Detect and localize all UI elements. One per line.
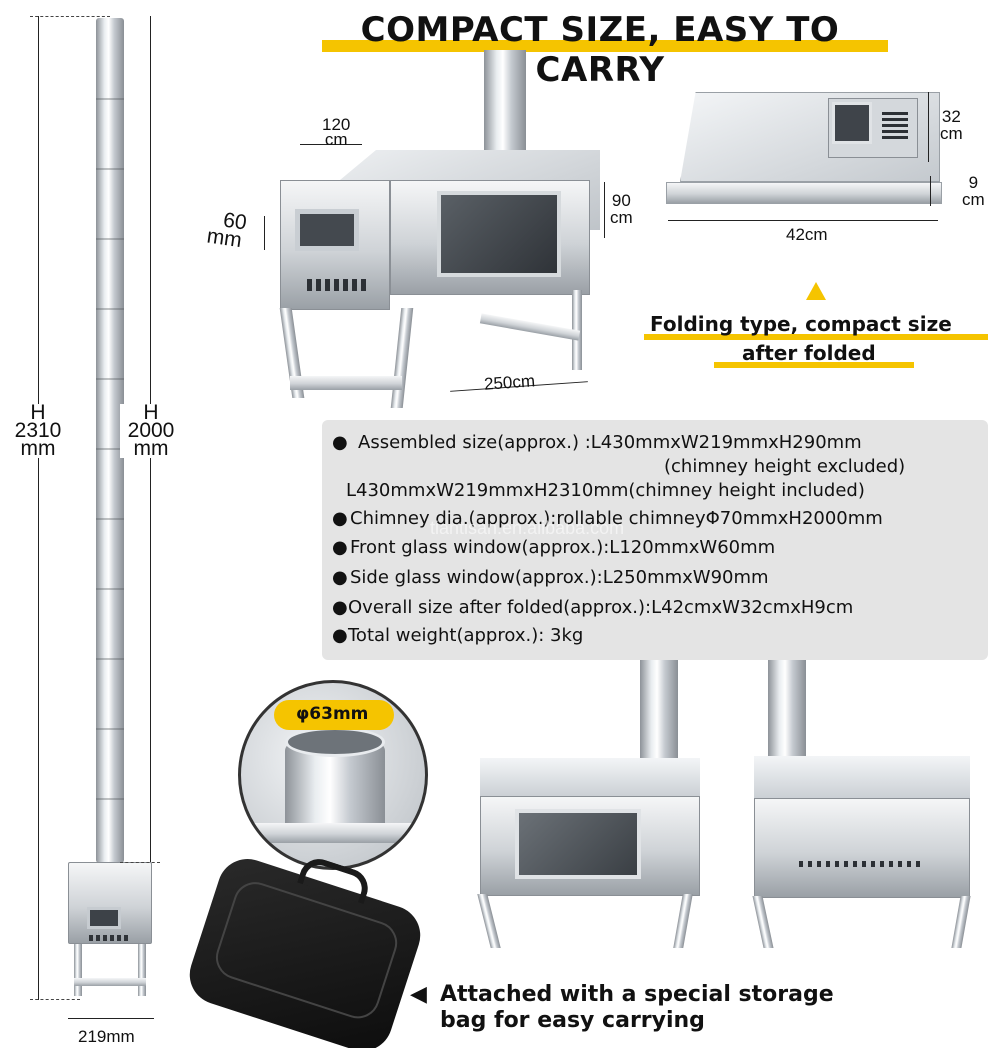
spec-bullet-assembled: ● — [332, 432, 348, 453]
side-window — [437, 191, 561, 277]
side-height-label: 90 cm — [610, 191, 633, 227]
spec-bullet-front: ● — [332, 537, 348, 558]
side-length-label: 250cm — [483, 371, 536, 394]
folding-note-line2: after folded — [742, 341, 876, 365]
spec-front-window: Front glass window(approx.):L120mmxW60mm — [350, 537, 776, 558]
spec-weight: Total weight(approx.): 3kg — [348, 625, 584, 646]
arrow-left-icon: ◀ — [410, 982, 427, 1007]
folded-length-label: 42cm — [786, 225, 828, 244]
arrow-up-icon — [806, 282, 826, 300]
bag-note-line2: bag for easy carrying — [440, 1008, 705, 1033]
tall-stove-illustration: H 2310 mm H 2000 mm 219mm — [0, 0, 182, 1048]
spec-bullet-side: ● — [332, 567, 348, 588]
spec-chimney: Chimney dia.(approx.):rollable chimneyΦ7… — [350, 508, 883, 529]
width-label: 219mm — [78, 1027, 135, 1046]
bottom-side-window — [515, 809, 641, 879]
folded-stove-illustration — [660, 88, 950, 218]
spec-bullet-folded: ● — [332, 597, 348, 618]
spec-folded-size: Overall size after folded(approx.):L42cm… — [348, 597, 854, 618]
door-width-label: 120 cm — [322, 115, 351, 149]
stove-back-view — [738, 660, 978, 950]
spec-panel — [322, 420, 988, 660]
spec-assembled-2: (chimney height excluded) — [664, 456, 906, 477]
tall-stove-body — [68, 862, 152, 944]
stove-side-view — [462, 660, 702, 950]
folded-depth-text: 32 cm — [940, 107, 963, 143]
folding-note-line1: Folding type, compact size — [650, 312, 952, 336]
door-height-label: 60 mm — [205, 208, 249, 253]
stove-side-face — [390, 180, 590, 295]
spec-bullet-weight: ● — [332, 625, 348, 646]
tall-chimney-pipe — [96, 18, 124, 863]
folded-window — [832, 102, 872, 144]
chimney-height-label: H 2000 mm — [120, 402, 182, 459]
title-underline — [322, 40, 888, 52]
stove-main-illustration — [200, 50, 640, 430]
spec-side-window: Side glass window(approx.):L250mmxW90mm — [350, 567, 769, 588]
back-vents — [799, 861, 925, 867]
tall-stove-window — [87, 907, 121, 929]
stove-front-face — [280, 180, 390, 310]
spec-assembled-3: L430mmxW219mmxH2310mm(chimney height inc… — [346, 480, 865, 501]
watermark: tiantisan.en.alibaba.com — [430, 518, 625, 538]
front-window — [295, 209, 359, 251]
tall-stove-legs — [70, 944, 150, 998]
spec-bullet-chimney: ● — [332, 508, 348, 529]
spec-assembled-1: Assembled size(approx.) :L430mmxW219mmxH… — [358, 432, 862, 453]
pipe-diameter-label: φ63mm — [296, 704, 369, 724]
page-title: COMPACT SIZE, EASY TO CARRY — [360, 10, 840, 90]
total-height-label: H 2310 mm — [10, 402, 66, 459]
folded-height-text: 9 cm — [962, 173, 985, 209]
bag-note-line1: Attached with a special storage — [440, 982, 834, 1007]
